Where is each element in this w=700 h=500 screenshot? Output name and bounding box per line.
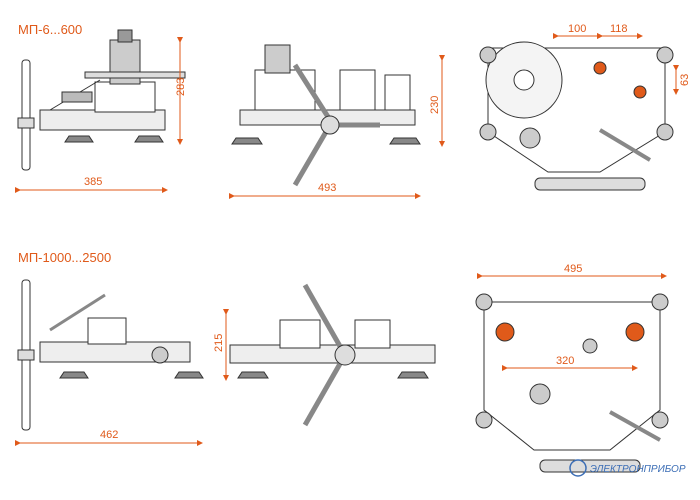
dim-top-1: 100 118 63 [553,23,691,95]
side-view-1 [17,29,186,171]
section-title-2: МП-1000...2500 [18,250,111,265]
dim-label-462: 462 [100,429,118,441]
front-view-1 [231,44,421,187]
dim-label-385: 385 [84,176,102,188]
top-view-1 [479,41,674,191]
dim-label-493: 493 [318,182,336,194]
dim-front-height-2: 215 [213,309,229,381]
dim-label-320: 320 [556,355,574,367]
logo-icon [569,459,587,477]
dim-label-118: 118 [610,23,628,35]
front-view-2 [229,283,436,427]
dim-top-2: 495 320 [477,263,667,371]
dim-label-63: 63 [679,74,691,86]
dim-side-width-1: 385 [15,176,168,193]
top-view-2 [475,293,669,473]
dim-label-230: 230 [429,96,441,114]
dim-label-100: 100 [568,23,586,35]
side-view-2 [17,279,204,431]
dim-front-height-1: 230 [429,55,445,147]
dim-label-283: 283 [175,78,187,96]
dim-label-215: 215 [213,334,225,352]
dim-side-width-2: 462 [15,429,203,446]
dim-side-height-1: 283 [175,37,187,145]
dim-front-width-1: 493 [229,182,421,199]
logo-text: ЭЛЕКТРОНПРИБОР [590,464,686,475]
section-title-1: МП-6...600 [18,22,82,37]
brand-logo: ЭЛЕКТРОНПРИБОР [569,459,686,477]
dim-label-495: 495 [564,263,582,275]
